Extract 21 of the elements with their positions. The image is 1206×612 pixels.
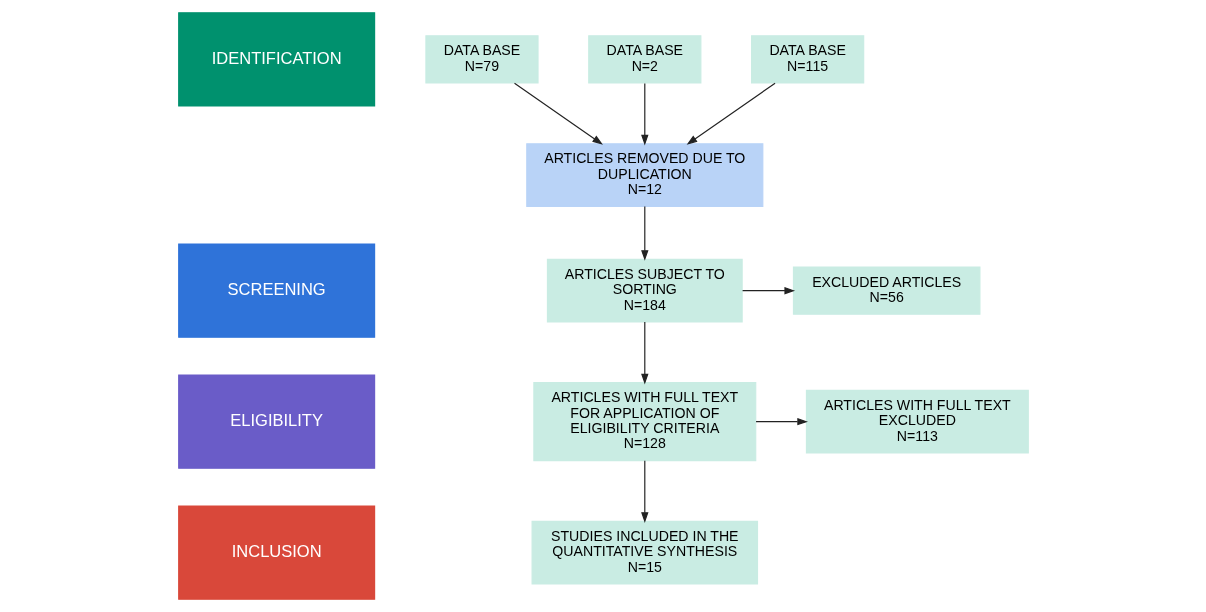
- arrow: [741, 286, 795, 295]
- node-box: SCREENING: [177, 243, 375, 338]
- node-box: IDENTIFICATION: [177, 12, 375, 107]
- arrow: [640, 206, 649, 261]
- arrow: [640, 460, 649, 523]
- node-box: DATA BASE N=79: [424, 35, 539, 84]
- node-box: EXCLUDED ARTICLES N=56: [792, 266, 980, 315]
- node-box: ARTICLES WITH FULL TEXT FOR APPLICATION OF ELIGIBILITY CRITERIA N=128: [532, 382, 756, 462]
- arrow: [686, 82, 776, 145]
- node-box: ELIGIBILITY: [177, 374, 375, 469]
- arrow: [640, 82, 649, 146]
- node-box: STUDIES INCLUDED IN THE QUANTITATIVE SYNTHESIS N=15: [531, 520, 758, 585]
- node-box: DATA BASE N=115: [750, 35, 864, 84]
- node-box: ARTICLES WITH FULL TEXT EXCLUDED N=113: [805, 389, 1029, 454]
- arrow: [513, 82, 603, 145]
- node-box: ARTICLES SUBJECT TO SORTING N=184: [546, 258, 743, 323]
- arrow: [754, 417, 808, 426]
- node-box: ARTICLES REMOVED DUE TO DUPLICATION N=12: [525, 143, 763, 207]
- node-box: DATA BASE N=2: [587, 35, 701, 84]
- arrow: [640, 321, 649, 385]
- node-box: INCLUSION: [177, 505, 375, 600]
